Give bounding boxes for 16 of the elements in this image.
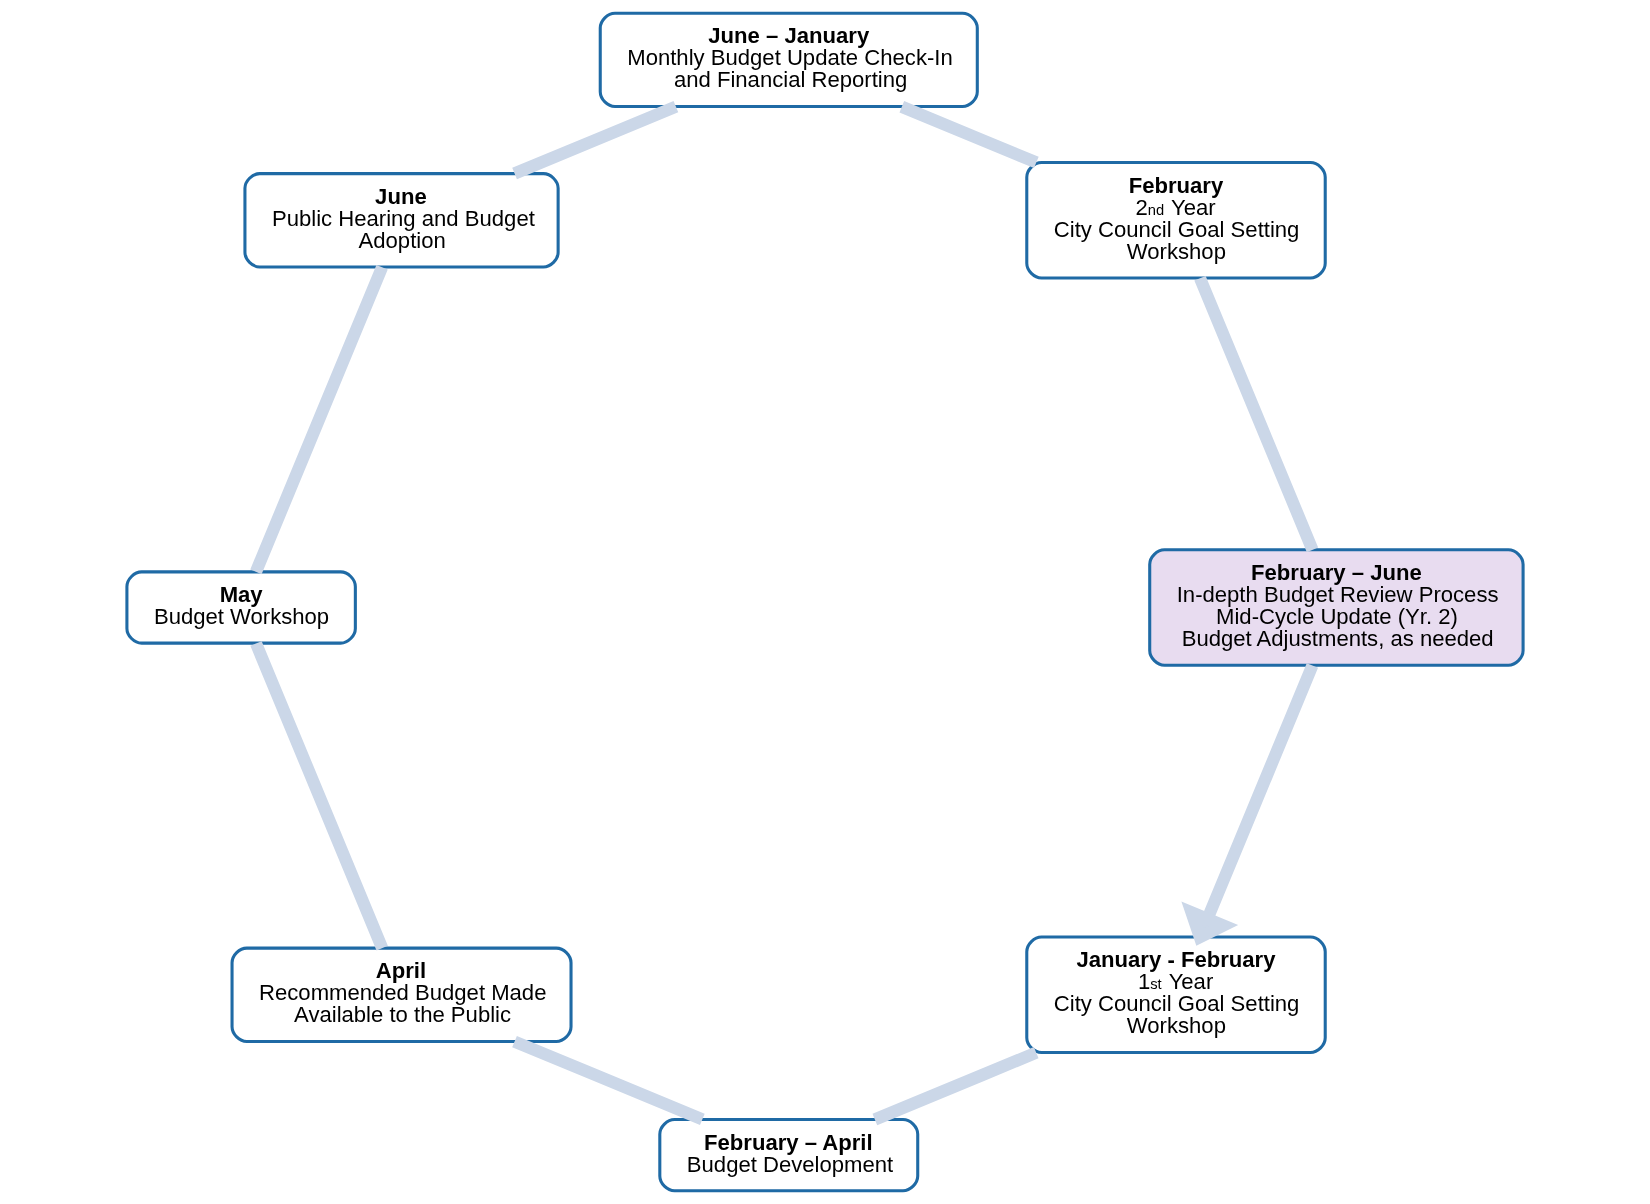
node-box: February 2nd Year City Council Goal Setting Workshop bbox=[1025, 161, 1327, 280]
node-box: April Recommended Budget Made Available to the Public bbox=[230, 946, 573, 1043]
node-box: May Budget Workshop bbox=[125, 570, 357, 645]
connector bbox=[899, 101, 1039, 169]
connector bbox=[250, 641, 388, 951]
node-box: June – January Monthly Budget Update Check-In and Financial Reporting bbox=[598, 11, 979, 109]
connector bbox=[250, 264, 388, 575]
connector bbox=[512, 1035, 705, 1126]
node-box: February – April Budget Development bbox=[658, 1118, 920, 1193]
node-box: January - February 1st Year City Council Goal Setting Workshop bbox=[1025, 935, 1327, 1055]
connector bbox=[872, 1047, 1039, 1126]
node-box: February – June In-depth Budget Review Process Mid-Cycle Update (Yr. 2) Budget Adjustments, as needed bbox=[1148, 548, 1525, 667]
arrow bbox=[1181, 663, 1319, 946]
connector bbox=[512, 100, 679, 180]
node-box: June Public Hearing and Budget Adoption bbox=[243, 172, 560, 269]
connector bbox=[1194, 275, 1319, 553]
